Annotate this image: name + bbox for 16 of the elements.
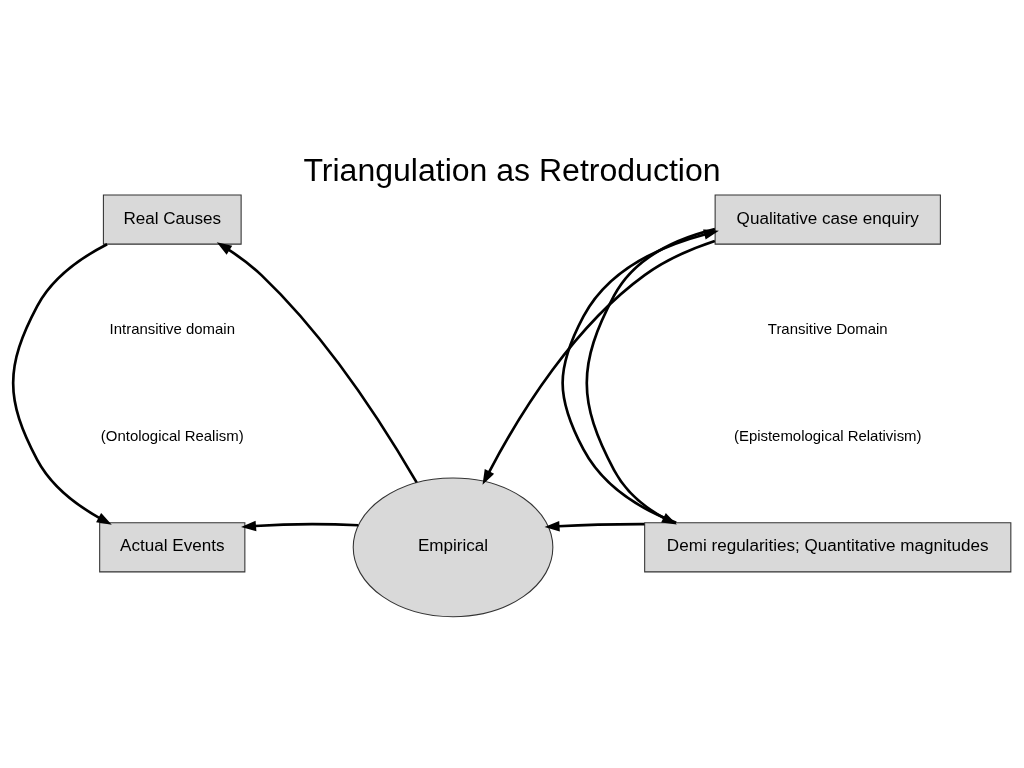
label: Transitive Domain <box>767 319 888 337</box>
label: (Ontological Realism) <box>100 427 244 445</box>
label: (Epistemological Relativism) <box>733 427 922 445</box>
node-box: Real Causes <box>102 194 242 245</box>
arrow <box>585 227 716 525</box>
node-box: Qualitative case enquiry <box>714 194 941 245</box>
node-ellipse: Empirical <box>352 477 554 618</box>
node-box: Demi regularities; Quantitative magnitudes <box>644 522 1012 573</box>
arrow <box>216 242 418 484</box>
arrow <box>11 243 112 525</box>
label: Intransitive domain <box>109 319 235 337</box>
diagram-title: Triangulation as Retroduction <box>303 152 721 189</box>
node-box: Actual Events <box>99 522 246 573</box>
arrow <box>482 239 716 485</box>
arrow <box>544 520 645 532</box>
arrow <box>241 520 359 532</box>
